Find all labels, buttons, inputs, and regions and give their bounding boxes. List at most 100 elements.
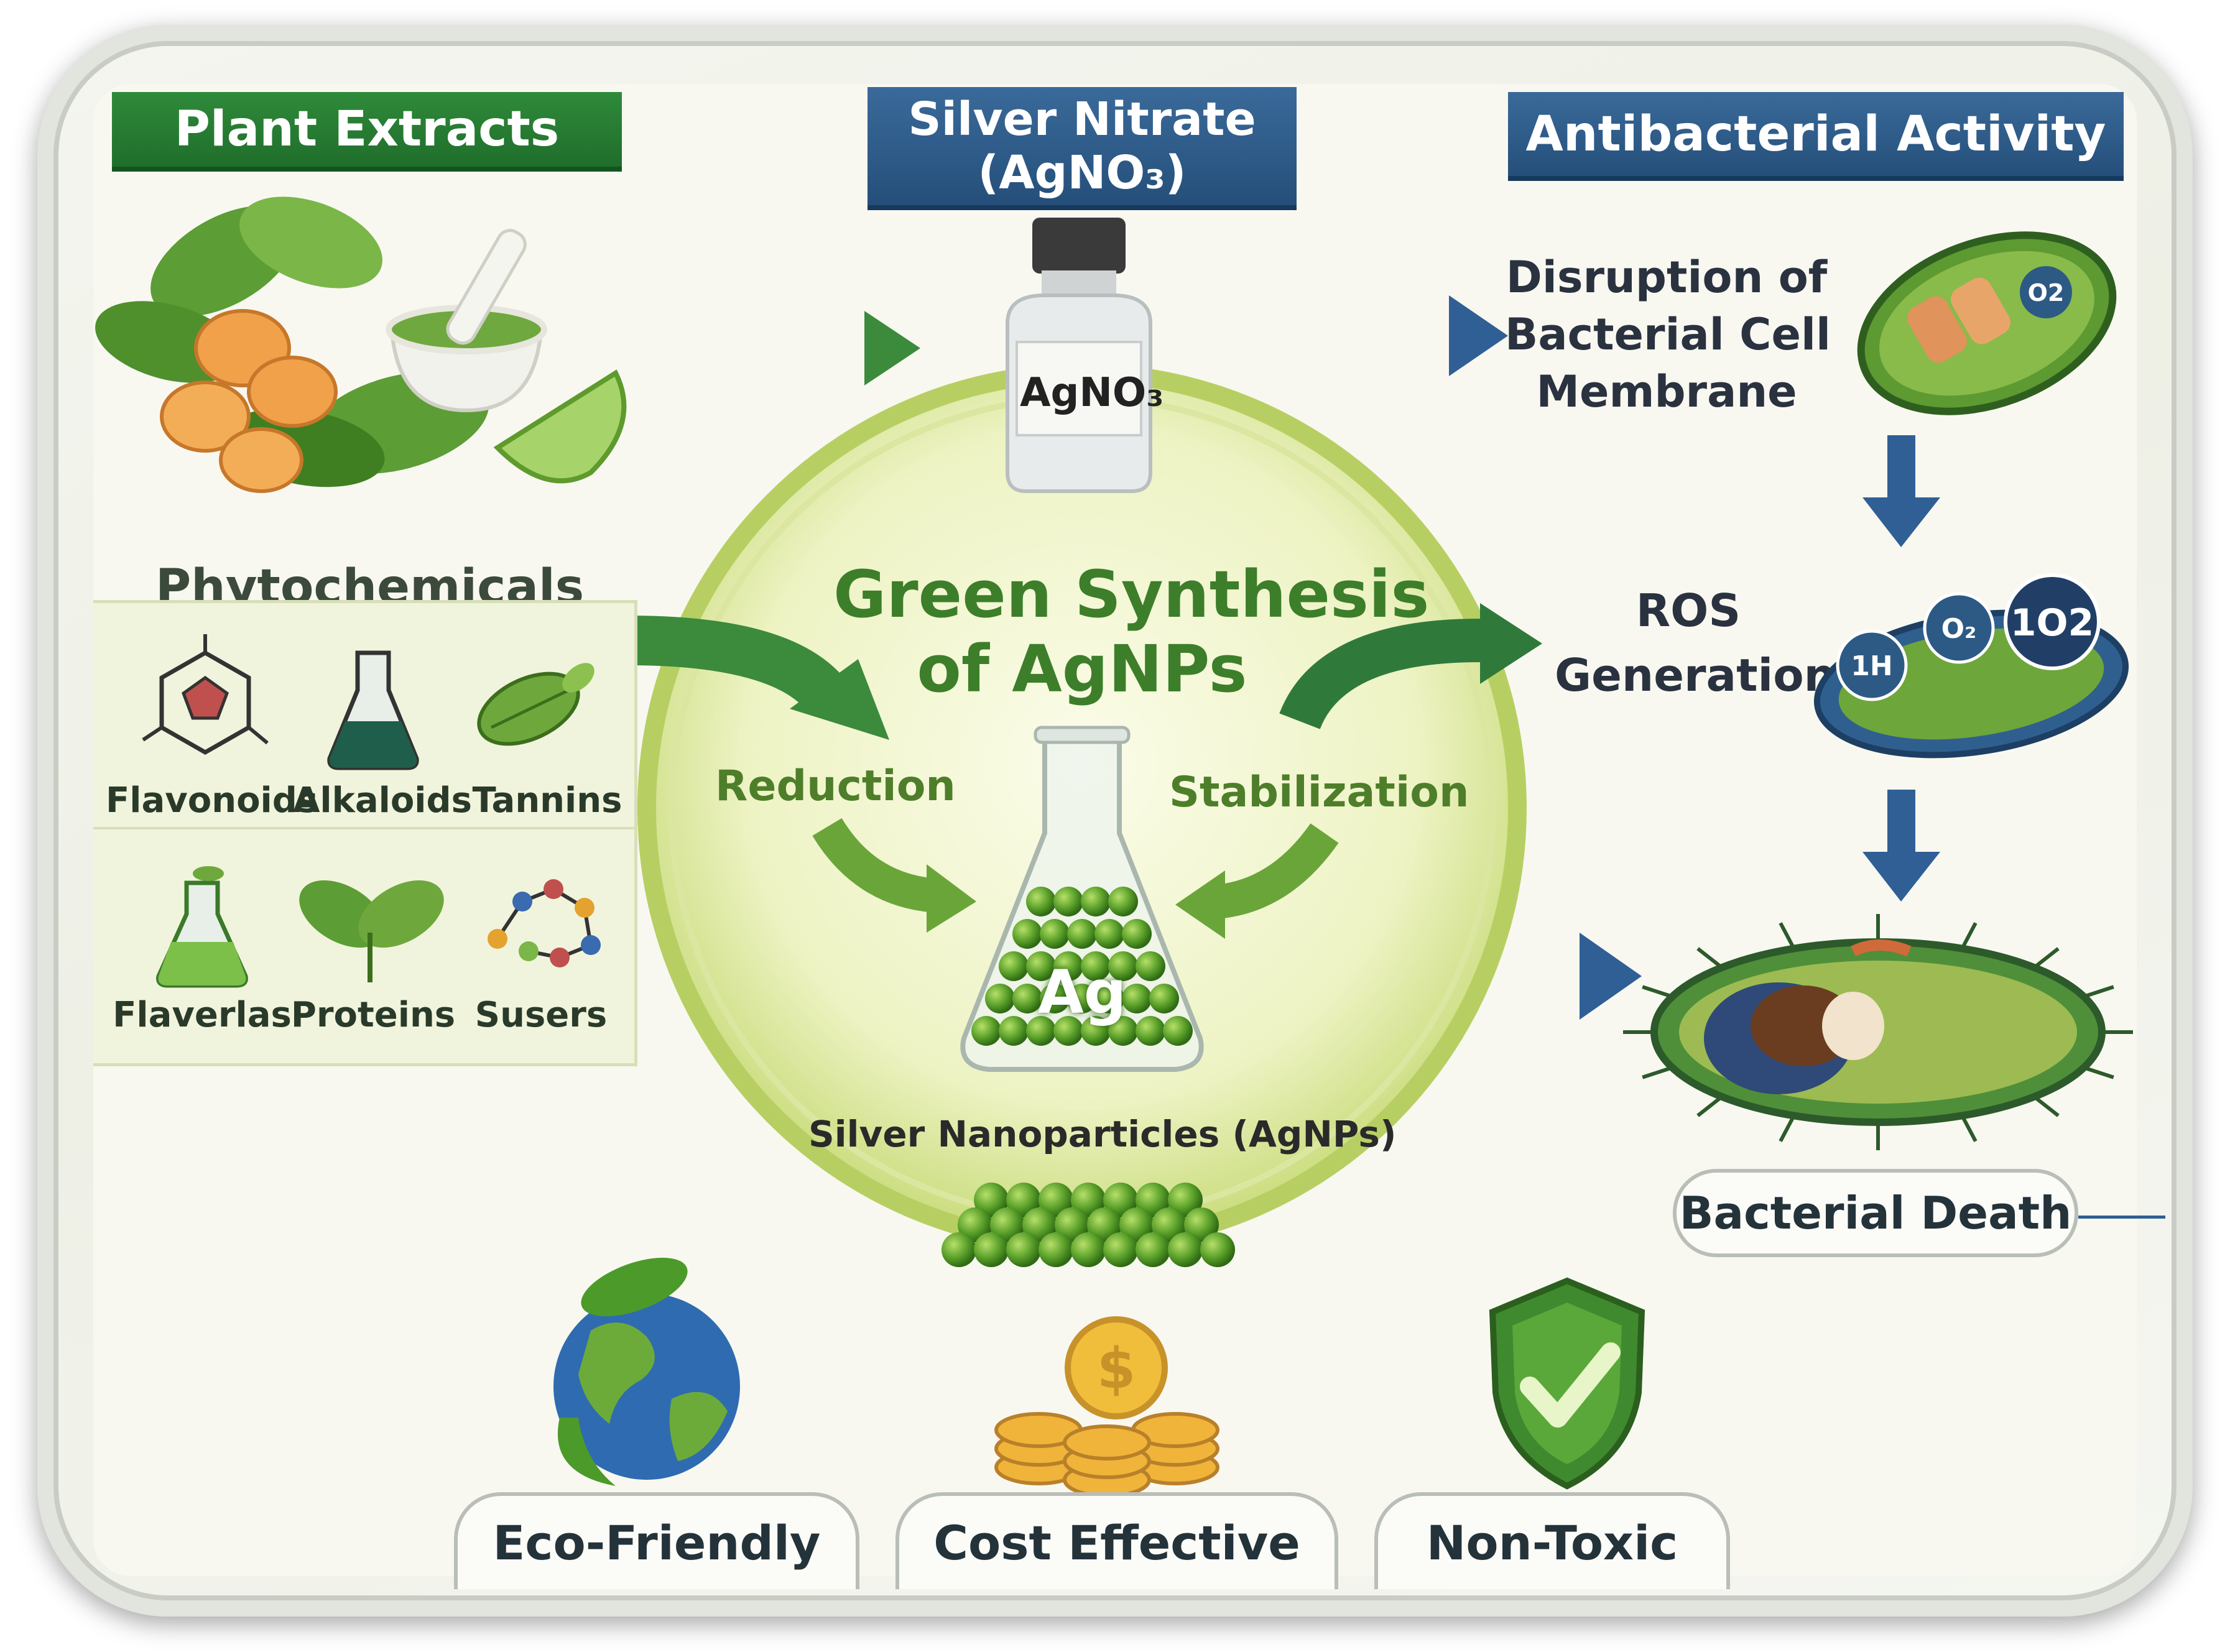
nanoparticle bbox=[1122, 984, 1152, 1013]
non-toxic-pill: Non-Toxic bbox=[1374, 1492, 1730, 1589]
bacterium-membrane-icon: O2 bbox=[1857, 231, 2117, 415]
nanoparticle bbox=[1200, 1232, 1235, 1267]
nanoparticle bbox=[1087, 1207, 1122, 1242]
nanoparticle bbox=[1040, 984, 1070, 1013]
bacterial-death-pill: Bacterial Death bbox=[1673, 1169, 2078, 1257]
nanoparticle bbox=[1136, 1232, 1170, 1267]
nanoparticle bbox=[1094, 984, 1124, 1013]
ros-line1: ROS bbox=[1635, 584, 1741, 637]
membrane-bubble-text: O2 bbox=[2028, 279, 2065, 307]
nanoparticle bbox=[1055, 1207, 1090, 1242]
nanoparticle bbox=[985, 984, 1015, 1013]
nanoparticle bbox=[1012, 984, 1042, 1013]
nanoparticle bbox=[958, 1207, 992, 1242]
aloe-slice-icon bbox=[493, 369, 627, 484]
plant-extracts-title: Plant Extracts bbox=[174, 101, 560, 157]
nanoparticle bbox=[974, 1232, 1009, 1267]
flask-icon bbox=[960, 726, 1204, 1072]
nanoparticle bbox=[1103, 1183, 1138, 1217]
silver-nitrate-banner: Silver Nitrate (AgNO₃) bbox=[867, 87, 1297, 210]
nanoparticle bbox=[999, 1016, 1029, 1046]
nanoparticle bbox=[1039, 1183, 1073, 1217]
nanoparticle bbox=[1163, 1016, 1193, 1046]
phytochemicals-divider bbox=[93, 827, 634, 829]
shield-check-icon bbox=[1489, 1277, 1645, 1490]
nanoparticle bbox=[1108, 1016, 1138, 1046]
nanoparticle bbox=[1094, 919, 1124, 949]
center-title-line1: Green Synthesis bbox=[833, 556, 1430, 632]
sweet-potato-slices-icon bbox=[160, 309, 338, 493]
nanoparticle bbox=[1006, 1183, 1041, 1217]
phyto-item-flaverlas: Flaverlas bbox=[113, 995, 292, 1035]
nanoparticle bbox=[1039, 1232, 1073, 1267]
bottle-label: AgNO₃ bbox=[1020, 370, 1164, 416]
eco-globe-icon bbox=[553, 1257, 740, 1486]
nanoparticle bbox=[1122, 919, 1152, 949]
eco-friendly-pill: Eco-Friendly bbox=[454, 1492, 859, 1589]
nanoparticle bbox=[1053, 887, 1083, 916]
protein-leaves-icon bbox=[299, 880, 444, 982]
nanoparticle bbox=[1081, 951, 1111, 981]
nanoparticle bbox=[1081, 1016, 1111, 1046]
nanoparticle bbox=[1071, 1232, 1106, 1267]
nanoparticle bbox=[1006, 1232, 1041, 1267]
tannin-leaf-icon bbox=[477, 663, 595, 746]
dead-bacterium-icon bbox=[1623, 914, 2133, 1150]
nanoparticle bbox=[1136, 1183, 1170, 1217]
mortar-pestle-icon bbox=[386, 229, 547, 413]
stabilization-label: Stabilization bbox=[1169, 768, 1469, 817]
nanoparticle bbox=[1071, 1183, 1106, 1217]
membrane-line3: Membrane bbox=[1536, 366, 1797, 417]
phyto-item-flavonoids: Flavonoids bbox=[106, 780, 318, 821]
coin bbox=[1063, 1424, 1151, 1460]
non-toxic-label: Non-Toxic bbox=[1426, 1515, 1678, 1571]
antibacterial-banner: Antibacterial Activity bbox=[1508, 92, 2124, 181]
reduction-label: Reduction bbox=[715, 762, 956, 811]
bacterium-ros-icon: 1H O₂ 1O2 bbox=[1813, 573, 2129, 759]
nanoparticle bbox=[1026, 1016, 1056, 1046]
nanoparticle bbox=[1149, 984, 1179, 1013]
nanoparticle bbox=[1108, 951, 1138, 981]
nanoparticle bbox=[1152, 1207, 1187, 1242]
nanoparticle bbox=[1067, 919, 1097, 949]
coins-icon: $ bbox=[994, 1316, 1219, 1498]
nanoparticle bbox=[1053, 1016, 1083, 1046]
nanoparticle bbox=[990, 1207, 1025, 1242]
nanoparticle bbox=[974, 1183, 1009, 1217]
ros-bubble-1: 1H bbox=[1851, 650, 1892, 682]
flaverlas-flask-icon bbox=[156, 866, 248, 988]
nanoparticle bbox=[1184, 1207, 1219, 1242]
silver-nitrate-formula: (AgNO₃) bbox=[978, 146, 1187, 200]
membrane-line2: Bacterial Cell bbox=[1505, 309, 1831, 360]
cost-effective-pill: Cost Effective bbox=[895, 1492, 1338, 1589]
silver-nitrate-bottle-icon bbox=[1006, 218, 1152, 493]
nanoparticle bbox=[1168, 1183, 1203, 1217]
nanoparticle bbox=[1136, 951, 1165, 981]
nanoparticle bbox=[1119, 1207, 1154, 1242]
phyto-item-susers: Susers bbox=[474, 995, 608, 1035]
membrane-line1: Disruption of bbox=[1506, 252, 1828, 303]
plant-extracts-banner: Plant Extracts bbox=[112, 92, 622, 172]
plant-extracts-illustration bbox=[95, 196, 627, 493]
nanoparticle bbox=[999, 951, 1029, 981]
nanoparticle bbox=[1103, 1232, 1138, 1267]
bacterial-death-label: Bacterial Death bbox=[1679, 1187, 2072, 1239]
nanoparticle bbox=[942, 1232, 976, 1267]
membrane-disruption-text: Disruption of Bacterial Cell Membrane bbox=[1505, 249, 1831, 420]
silver-nitrate-title: Silver Nitrate bbox=[908, 93, 1256, 146]
susers-chain-icon bbox=[488, 879, 601, 967]
nanoparticle bbox=[1026, 951, 1056, 981]
cost-effective-label: Cost Effective bbox=[933, 1515, 1300, 1571]
svg-text:$: $ bbox=[1097, 1336, 1136, 1401]
nanoparticle bbox=[1040, 919, 1070, 949]
nanoparticle bbox=[971, 1016, 1001, 1046]
